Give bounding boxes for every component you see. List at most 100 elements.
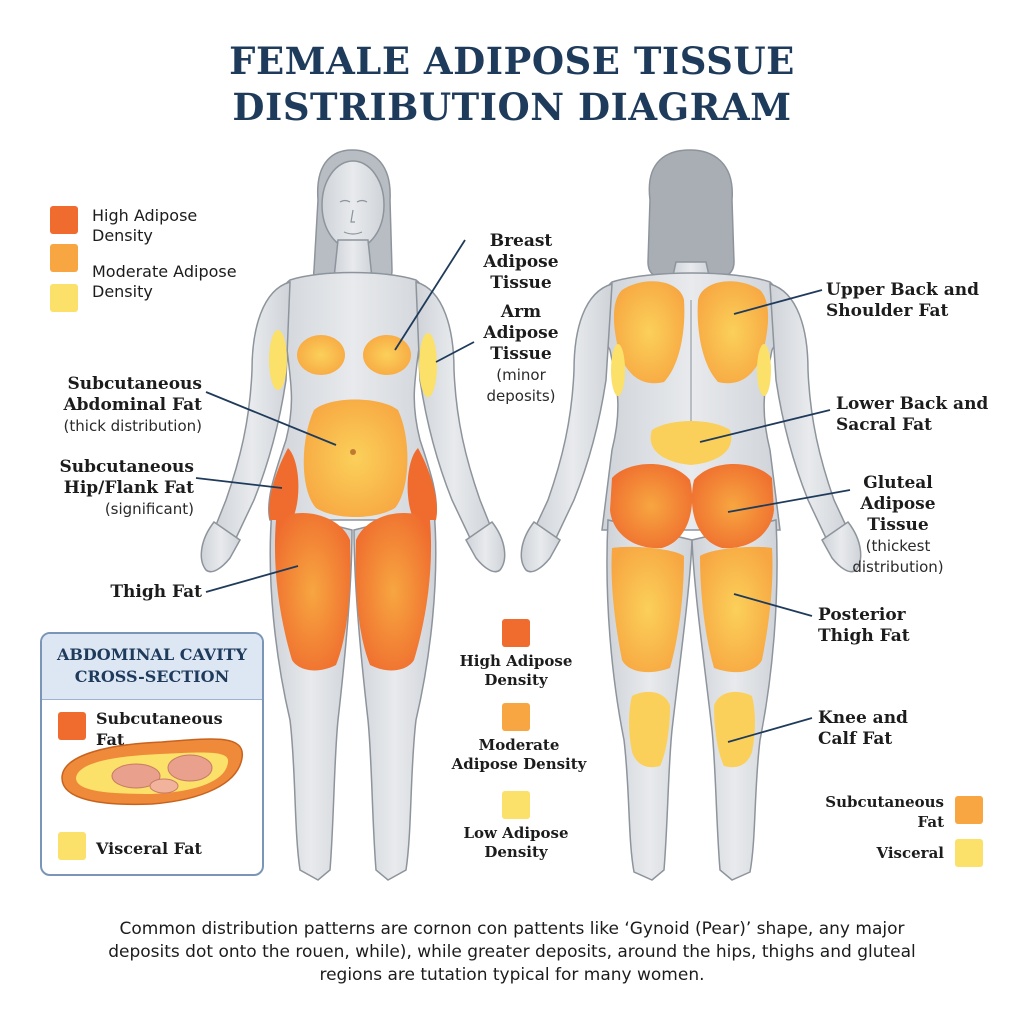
cross-section-visceral-label: Visceral Fat bbox=[96, 838, 256, 859]
leader-posterior-thigh bbox=[733, 593, 813, 617]
label-hip-note: (significant) bbox=[104, 500, 194, 518]
center-legend-high-2: Density bbox=[484, 671, 548, 689]
label-breast-1: Breast bbox=[489, 231, 553, 251]
legend-low-swatch bbox=[50, 284, 78, 312]
leader-upper-back bbox=[733, 289, 823, 315]
back-thigh-left-fat bbox=[611, 546, 684, 673]
label-abdominal: Subcutaneous Abdominal Fat (thick distri… bbox=[20, 374, 202, 437]
right-legend-subcutaneous-label: Subcutaneous Fat bbox=[790, 792, 944, 832]
back-sacral-fat bbox=[650, 421, 732, 465]
center-legend-moderate-swatch bbox=[502, 703, 530, 731]
cross-section-organ-2 bbox=[167, 754, 213, 782]
caption-line-2: deposits dot onto the rouen, while), whi… bbox=[108, 942, 916, 962]
label-arm-note-1: (minor bbox=[496, 366, 546, 384]
label-arm-1: Arm bbox=[500, 302, 542, 322]
cross-section-visceral-text: Visceral Fat bbox=[96, 839, 202, 858]
cross-section-panel: ABDOMINAL CAVITY CROSS-SECTION Subcutane… bbox=[40, 632, 264, 876]
label-arm-note-2: deposits) bbox=[486, 387, 556, 405]
cross-section-subcutaneous-label: Subcutaneous Fat bbox=[96, 708, 256, 750]
label-hip-1: Subcutaneous bbox=[59, 457, 194, 477]
label-breast-2: Adipose bbox=[483, 252, 559, 272]
cross-section-title: ABDOMINAL CAVITY CROSS-SECTION bbox=[42, 634, 262, 700]
label-breast: Breast Adipose Tissue bbox=[466, 231, 576, 294]
leader-abdominal bbox=[205, 391, 337, 446]
label-thigh-text: Thigh Fat bbox=[110, 582, 202, 602]
label-arm-3: Tissue bbox=[490, 344, 552, 364]
label-hip: Subcutaneous Hip/Flank Fat (significant) bbox=[20, 457, 194, 520]
back-upper-left-fat bbox=[613, 281, 685, 384]
cross-section-visceral-swatch bbox=[58, 832, 86, 860]
label-upper-back-1: Upper Back and bbox=[826, 280, 979, 300]
label-knee-calf: Knee and Calf Fat bbox=[818, 708, 958, 750]
cross-section-subcutaneous-swatch bbox=[58, 712, 86, 740]
leader-knee-calf bbox=[727, 717, 813, 743]
cross-section-subcutaneous-2: Fat bbox=[96, 730, 125, 749]
front-head bbox=[321, 160, 385, 250]
front-left-hand bbox=[200, 520, 241, 573]
legend-high-swatch bbox=[50, 206, 78, 234]
front-navel bbox=[350, 449, 356, 455]
leader-thigh bbox=[205, 565, 299, 593]
title-line-1: FEMALE ADIPOSE TISSUE bbox=[229, 39, 795, 83]
back-gluteal-left-fat bbox=[610, 464, 693, 549]
front-abdominal-fat bbox=[303, 399, 408, 517]
right-legend-visceral-swatch bbox=[955, 839, 983, 867]
back-fat-zones bbox=[610, 281, 774, 768]
front-fat-zones bbox=[269, 330, 437, 671]
center-legend-low-2: Density bbox=[484, 843, 548, 861]
front-face bbox=[339, 199, 368, 235]
back-gluteal-right-fat bbox=[691, 464, 774, 549]
back-right-hand bbox=[821, 520, 862, 573]
center-legend-low-label: Low Adipose Density bbox=[440, 824, 592, 862]
back-upper-right-fat bbox=[697, 281, 769, 384]
front-arm-left-fat bbox=[269, 330, 287, 390]
legend-moderate-label: Moderate Adipose Density bbox=[92, 262, 237, 302]
legend-moderate-label-1: Moderate Adipose bbox=[92, 262, 237, 281]
legend-moderate-label-2: Density bbox=[92, 282, 153, 301]
label-gluteal-2: Adipose bbox=[860, 494, 936, 514]
label-abdominal-1: Subcutaneous bbox=[67, 374, 202, 394]
label-posterior-thigh: Posterior Thigh Fat bbox=[818, 605, 958, 647]
cross-section-title-1: ABDOMINAL CAVITY bbox=[56, 645, 247, 664]
title-line-2: DISTRIBUTION DIAGRAM bbox=[232, 85, 792, 129]
back-left-arm bbox=[532, 282, 613, 539]
label-breast-3: Tissue bbox=[490, 273, 552, 293]
label-gluteal: Gluteal Adipose Tissue (thickest distrib… bbox=[840, 473, 956, 578]
front-arm-right-fat bbox=[419, 333, 437, 397]
center-legend-high-1: High Adipose bbox=[459, 652, 573, 670]
label-gluteal-note-1: (thickest bbox=[865, 537, 931, 555]
back-right-arm bbox=[769, 282, 850, 539]
back-thigh-right-fat bbox=[700, 546, 773, 673]
leader-lower-back bbox=[699, 409, 831, 443]
front-thigh-right-fat bbox=[355, 512, 432, 671]
label-posterior-thigh-2: Thigh Fat bbox=[818, 626, 910, 646]
legend-high-density: High Adipose Density bbox=[50, 206, 197, 246]
label-abdominal-2: Abdominal Fat bbox=[63, 395, 202, 415]
back-calf-right-fat bbox=[714, 691, 755, 768]
center-legend-moderate-2: Adipose Density bbox=[451, 755, 587, 773]
front-breast-right-fat bbox=[363, 335, 411, 375]
label-upper-back: Upper Back and Shoulder Fat bbox=[826, 280, 1006, 322]
front-right-hand bbox=[465, 520, 506, 573]
label-gluteal-3: Tissue bbox=[867, 515, 929, 535]
label-lower-back-2: Sacral Fat bbox=[836, 415, 932, 435]
legend-moderate-swatch bbox=[50, 244, 78, 272]
label-hip-2: Hip/Flank Fat bbox=[63, 478, 194, 498]
label-arm-2: Adipose bbox=[483, 323, 559, 343]
label-arm: Arm Adipose Tissue (minor deposits) bbox=[466, 302, 576, 407]
label-posterior-thigh-1: Posterior bbox=[818, 605, 906, 625]
right-legend-visceral-text: Visceral bbox=[876, 844, 944, 862]
center-legend-high-swatch bbox=[502, 619, 530, 647]
cross-section-organ-1 bbox=[111, 763, 161, 789]
legend-high-label-2: Density bbox=[92, 226, 153, 245]
leader-hip bbox=[195, 477, 283, 489]
center-legend-moderate-1: Moderate bbox=[478, 736, 560, 754]
front-hip-left-fat bbox=[269, 448, 299, 520]
right-legend-visceral-label: Visceral bbox=[800, 843, 944, 863]
back-arm-left-fat bbox=[611, 344, 625, 396]
front-thigh-left-fat bbox=[274, 512, 351, 671]
back-hair bbox=[647, 149, 735, 280]
leader-arm bbox=[435, 341, 475, 363]
back-left-hand bbox=[520, 520, 561, 573]
